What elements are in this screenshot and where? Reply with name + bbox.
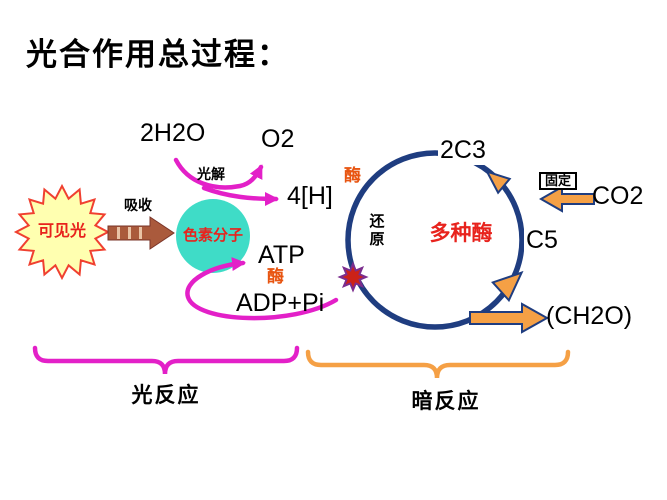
absorb-label: 吸收 (124, 197, 152, 213)
enzyme-starburst (337, 261, 369, 293)
enzyme-top-label: 酶 (344, 166, 361, 185)
oxygen-label: O2 (261, 125, 295, 153)
water-label: 2H2O (140, 119, 206, 147)
absorb-arrow-stripe (117, 227, 120, 239)
fixation-label: 固定 (539, 172, 578, 191)
adp-pi-label: ADP+Pi (236, 289, 325, 317)
atp-label: ATP (258, 241, 305, 269)
absorb-arrow-stripe (128, 227, 131, 239)
c5-label: C5 (524, 226, 560, 255)
co2-label: CO2 (592, 182, 644, 210)
cycle-arrowhead-right (491, 270, 524, 303)
light-reaction-label: 光反应 (131, 384, 201, 407)
multi-enzyme-label: 多种酶 (429, 222, 493, 245)
light-reaction-brace (32, 345, 300, 375)
page-title: 光合作用总过程： (26, 37, 290, 72)
adp-to-atp-arrow (185, 257, 339, 321)
c3-label: 2C3 (438, 136, 488, 165)
photolysis-arrow-to-o2 (173, 157, 264, 190)
photolysis-label: 光解 (197, 166, 225, 182)
dark-reaction-label: 暗反应 (411, 390, 481, 413)
absorb-arrow-stripe (139, 227, 142, 239)
visible-light-label: 可见光 (37, 223, 86, 240)
calvin-cycle-circle (345, 150, 525, 330)
cycle-arrowhead-top (485, 169, 512, 195)
product-arrow (469, 302, 550, 334)
fixation-arrow (538, 185, 595, 213)
pigment-circle (176, 199, 250, 273)
reduction-label: 还原 (367, 213, 385, 249)
enzyme-atp-label: 酶 (267, 267, 284, 286)
photolysis-arrow-to-h (201, 185, 279, 206)
pigment-molecule-label: 色素分子 (182, 227, 243, 244)
dark-reaction-brace (305, 349, 571, 379)
hydrogen-label: 4[H] (287, 182, 333, 210)
sun-burst-shape (13, 183, 111, 281)
carbohydrate-label: (CH2O) (546, 302, 633, 330)
